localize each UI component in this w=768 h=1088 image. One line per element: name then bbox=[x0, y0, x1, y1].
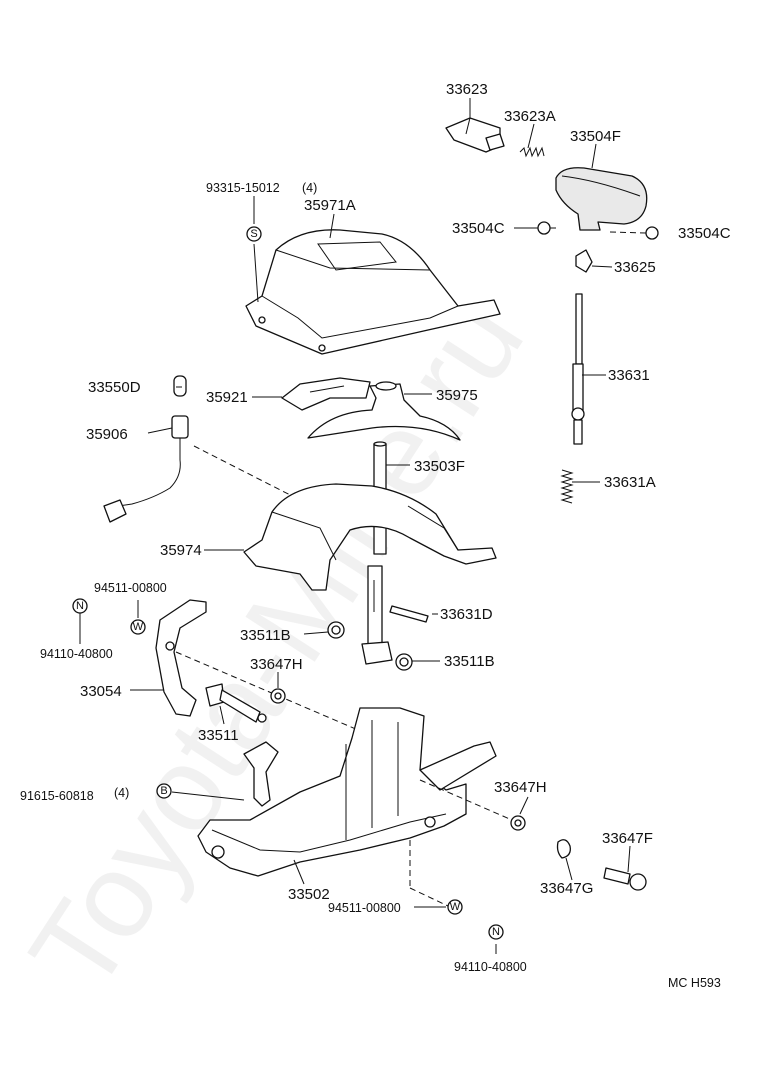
part-35906-socket-wire bbox=[103, 415, 301, 523]
part-33502-base-bracket bbox=[197, 707, 513, 907]
symbol-b-mid: B bbox=[156, 783, 172, 799]
callout-labels: 33623 33623A 33504F 93315-15012 (4) 3597… bbox=[20, 81, 731, 990]
part-33631A-spring bbox=[560, 469, 574, 504]
symbol-text: B bbox=[160, 785, 167, 797]
symbol-text: W bbox=[450, 901, 461, 913]
leader-lines bbox=[79, 98, 631, 954]
part-33623-button bbox=[445, 117, 505, 153]
part-33623A-spring bbox=[519, 146, 545, 158]
callout-35971A: 35971A bbox=[304, 197, 356, 214]
part-35921-indicator-plate bbox=[281, 377, 371, 411]
callout-93315-qty: (4) bbox=[302, 181, 317, 195]
part-33647F-pin bbox=[603, 867, 647, 891]
symbol-n-top: N bbox=[72, 598, 88, 614]
callout-35975: 35975 bbox=[436, 387, 478, 404]
callout-33647G: 33647G bbox=[540, 880, 593, 897]
part-shift-lever-lower bbox=[361, 565, 393, 665]
symbol-w-bottom: W bbox=[447, 899, 463, 915]
symbol-n-bottom: N bbox=[488, 924, 504, 940]
part-35974-housing bbox=[243, 483, 497, 591]
part-33647H-nut-top bbox=[270, 688, 286, 704]
callout-33623A: 33623A bbox=[504, 108, 556, 125]
callout-94511-00800-top: 94511-00800 bbox=[94, 581, 167, 595]
callout-33511: 33511 bbox=[198, 727, 239, 744]
callout-91615-qty: (4) bbox=[114, 786, 129, 800]
callout-33504F: 33504F bbox=[570, 128, 621, 145]
part-35971A-console-cover bbox=[245, 229, 501, 355]
callout-93315-15012: 93315-15012 bbox=[206, 181, 280, 195]
part-33647G-clip bbox=[556, 839, 571, 859]
callout-33631A: 33631A bbox=[604, 474, 656, 491]
symbol-text: N bbox=[492, 926, 500, 938]
callout-33504C-left: 33504C bbox=[452, 220, 505, 237]
callout-35974: 35974 bbox=[160, 542, 202, 559]
symbol-text: W bbox=[133, 621, 144, 633]
callout-94110-40800-top: 94110-40800 bbox=[40, 647, 113, 661]
part-33511B-bushing-right bbox=[395, 653, 413, 671]
callout-33631: 33631 bbox=[608, 367, 650, 384]
callout-33502: 33502 bbox=[288, 886, 330, 903]
diagram-code: MC H593 bbox=[668, 976, 721, 990]
callout-35906: 35906 bbox=[86, 426, 128, 443]
callout-35921: 35921 bbox=[206, 389, 248, 406]
symbol-w-top: W bbox=[130, 619, 146, 635]
part-33625-clip bbox=[575, 249, 593, 273]
part-33631D-pin bbox=[389, 605, 429, 623]
callout-91615-60818: 91615-60818 bbox=[20, 789, 94, 803]
callout-33054: 33054 bbox=[80, 683, 122, 700]
callout-33647H-right: 33647H bbox=[494, 779, 547, 796]
part-35975-boot bbox=[307, 381, 461, 441]
part-33504F-shift-knob bbox=[555, 167, 648, 231]
part-33504C-screw-right bbox=[609, 226, 659, 240]
callout-33623: 33623 bbox=[446, 81, 488, 98]
callout-33511B-left: 33511B bbox=[240, 627, 291, 644]
callout-33550D: 33550D bbox=[88, 379, 141, 396]
part-33054-lever bbox=[155, 599, 359, 731]
callout-94511-00800-bottom: 94511-00800 bbox=[328, 901, 401, 915]
callout-33503F: 33503F bbox=[414, 458, 465, 475]
callout-33511B-right: 33511B bbox=[444, 653, 495, 670]
symbol-s-top: S bbox=[246, 226, 262, 242]
callout-94110-40800-bottom: 94110-40800 bbox=[454, 960, 527, 974]
part-33550D-bulb bbox=[173, 375, 187, 397]
part-33511-bolt bbox=[205, 683, 267, 723]
symbol-text: N bbox=[76, 600, 84, 612]
callout-33504C-right: 33504C bbox=[678, 225, 731, 242]
callout-33647F: 33647F bbox=[602, 830, 653, 847]
symbol-text: S bbox=[250, 228, 257, 240]
part-33504C-screw-left bbox=[537, 221, 556, 235]
part-33631-rod bbox=[571, 293, 585, 445]
callout-33647H-top: 33647H bbox=[250, 656, 303, 673]
part-33511B-bushing-left bbox=[327, 621, 345, 639]
callout-33625: 33625 bbox=[614, 259, 656, 276]
callout-33631D: 33631D bbox=[440, 606, 493, 623]
part-33647H-nut-right bbox=[510, 815, 526, 831]
